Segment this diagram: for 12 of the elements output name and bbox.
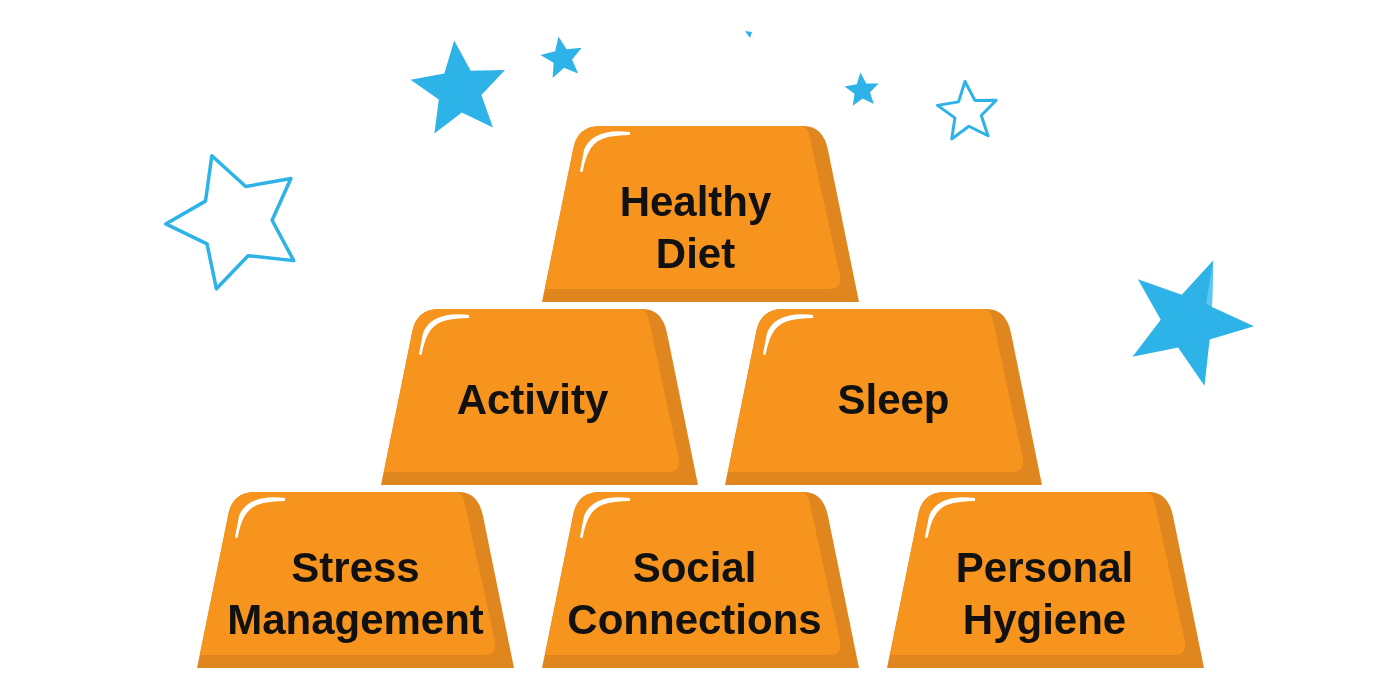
block-label: Personal Hygiene — [955, 542, 1134, 645]
block-label: Healthy Diet — [619, 176, 772, 279]
ingot-block — [542, 126, 859, 302]
ingot-block — [197, 492, 514, 668]
ingot-block — [887, 492, 1204, 668]
block-label: Activity — [456, 374, 609, 425]
ingot-block — [725, 309, 1042, 485]
block-label: Social Connections — [567, 542, 822, 645]
block-label: Stress Management — [227, 542, 484, 645]
ingot-block — [381, 309, 698, 485]
block-label: Sleep — [837, 374, 950, 425]
ingot-block — [542, 492, 859, 668]
